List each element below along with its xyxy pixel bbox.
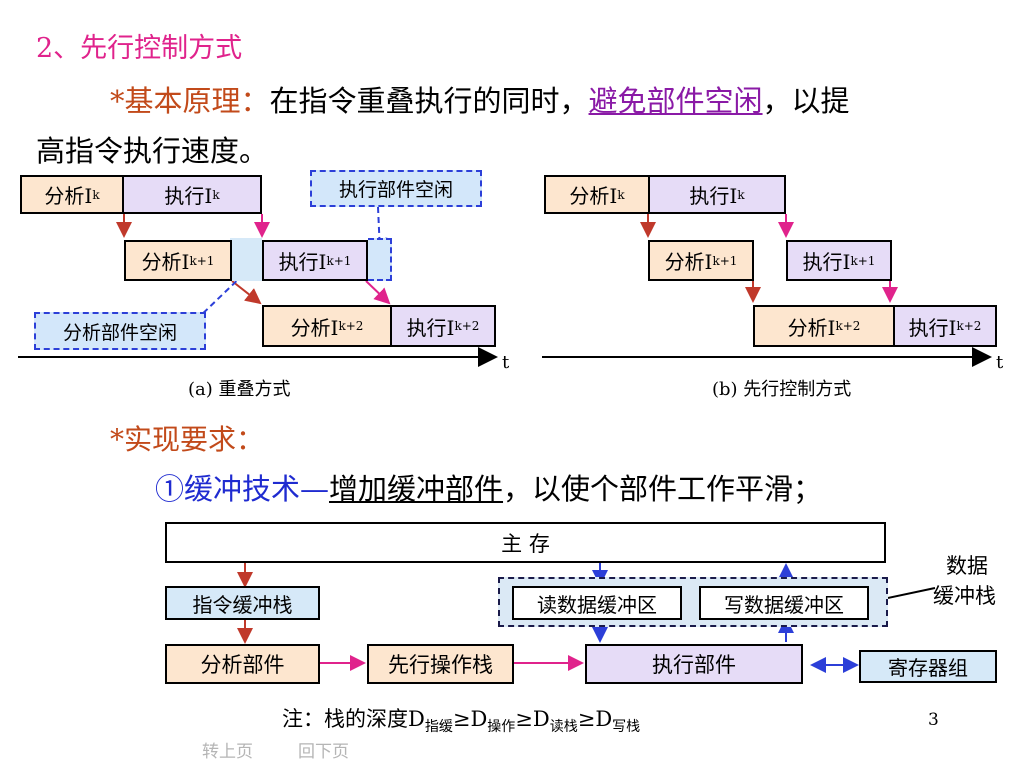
buffer-underline: 增加缓冲部件 — [329, 472, 504, 506]
principle-text-2: ，以提 — [762, 84, 850, 118]
instr-buffer-box: 指令缓冲栈 — [165, 586, 320, 620]
data-buffer-label-1: 数据 — [946, 554, 988, 578]
depth-note: 注：栈的深度D指缓≥D操作≥D读栈≥D写栈 — [282, 707, 641, 736]
caption-b: (b) 先行控制方式 — [712, 379, 852, 400]
principle-highlight[interactable]: 避免部件空闲 — [588, 84, 763, 118]
write-buffer-box: 写数据缓冲区 — [699, 586, 869, 620]
principle-bullet: *基本原理： — [110, 84, 270, 118]
caption-a: (a) 重叠方式 — [188, 379, 291, 400]
analyze-idle-label: 分析部件空闲 — [34, 312, 206, 350]
section-heading: 2、先行控制方式 — [36, 33, 243, 64]
prefetch-stack-box: 先行操作栈 — [367, 644, 514, 684]
next-page-link[interactable]: 回下页 — [298, 742, 349, 762]
requirement-heading: *实现要求： — [110, 423, 265, 456]
data-buffer-label-2: 缓冲栈 — [933, 584, 996, 608]
read-buffer-box: 读数据缓冲区 — [512, 586, 682, 620]
time-axis-label-a: t — [502, 352, 510, 373]
principle-text-1: 在指令重叠执行的同时， — [269, 84, 589, 118]
main-memory-box: 主 存 — [165, 522, 886, 563]
idle-gap-a — [230, 238, 262, 281]
registers-box: 寄存器组 — [859, 650, 997, 683]
time-axis-label-b: t — [996, 352, 1004, 373]
page-number: 3 — [928, 710, 939, 730]
prev-page-link[interactable]: 转上页 — [202, 742, 253, 762]
buffer-rest: ，以使个部件工作平滑； — [503, 472, 823, 506]
exec-idle-label: 执行部件空闲 — [310, 170, 482, 207]
principle-line-2: 高指令执行速度。 — [36, 134, 269, 168]
buffer-prefix: ①缓冲技术— — [155, 472, 330, 506]
exec-idle-region — [368, 238, 392, 281]
principle-line: *基本原理：在指令重叠执行的同时，避免部件空闲，以提 — [110, 78, 850, 120]
executor-box: 执行部件 — [585, 644, 803, 684]
analyzer-box: 分析部件 — [165, 644, 320, 684]
buffer-technique-line: ①缓冲技术—增加缓冲部件，以使个部件工作平滑； — [155, 466, 822, 508]
